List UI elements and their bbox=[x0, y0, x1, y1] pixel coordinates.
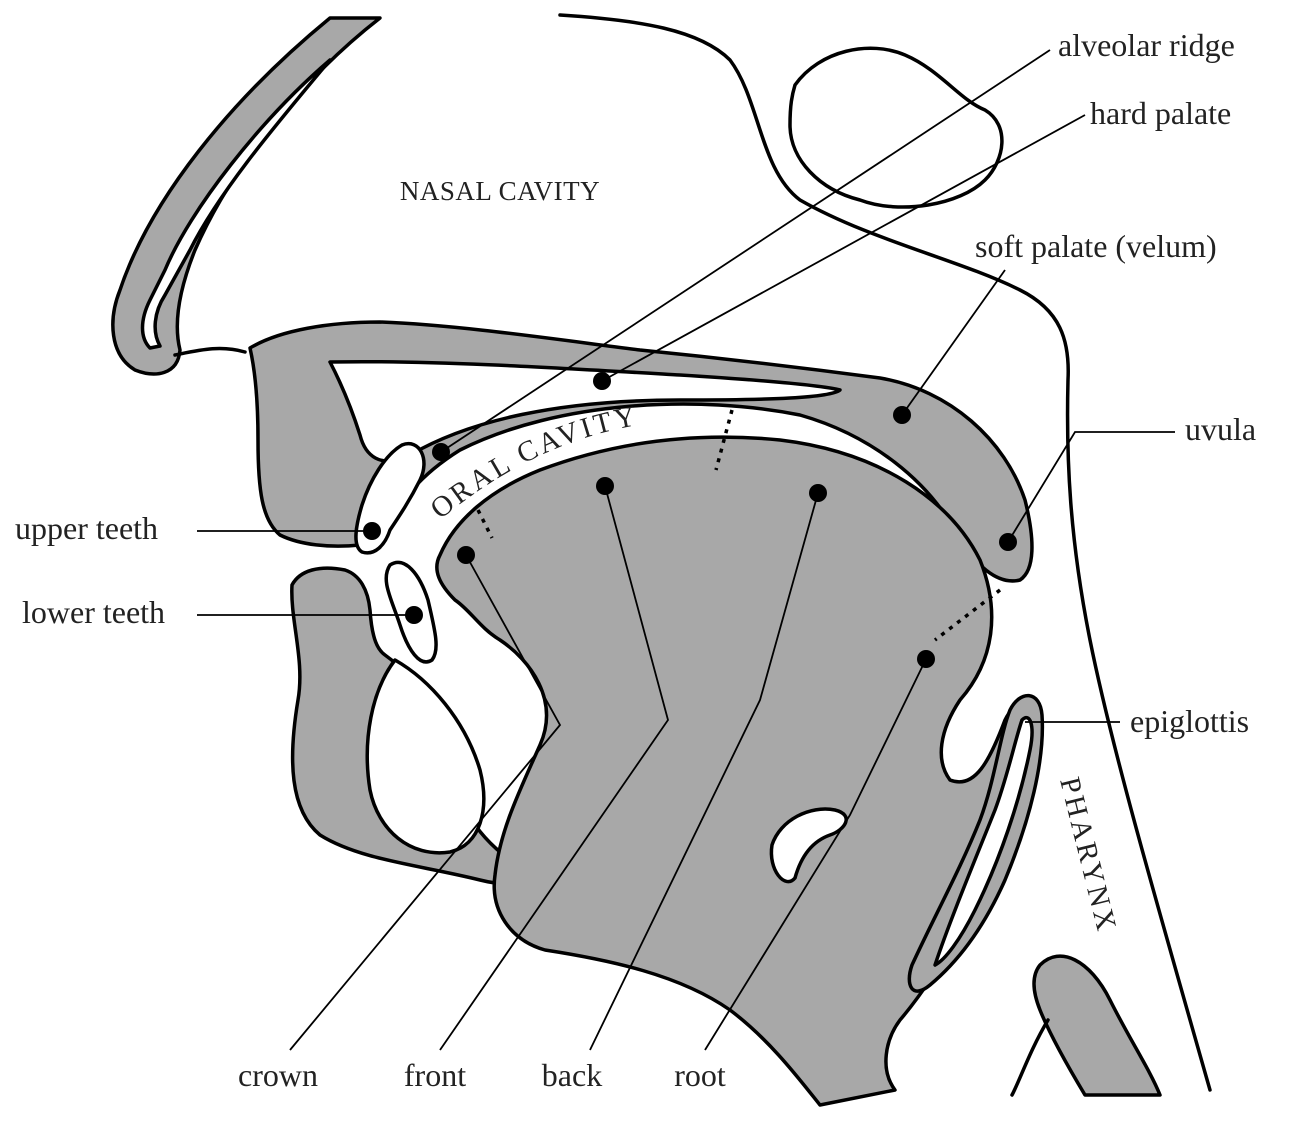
label-upper-teeth: upper teeth bbox=[15, 510, 158, 546]
label-lower-teeth: lower teeth bbox=[22, 594, 165, 630]
label-root: root bbox=[674, 1057, 726, 1093]
dot-back bbox=[809, 484, 827, 502]
larynx-wall bbox=[1012, 1020, 1048, 1095]
label-front: front bbox=[404, 1057, 466, 1093]
dot-front bbox=[596, 477, 614, 495]
pharynx-label: PHARYNX bbox=[1053, 774, 1123, 937]
label-alveolar-ridge: alveolar ridge bbox=[1058, 27, 1235, 63]
label-hard-palate: hard palate bbox=[1090, 95, 1231, 131]
dot-upper-teeth bbox=[363, 522, 381, 540]
label-back: back bbox=[542, 1057, 602, 1093]
dot-crown bbox=[457, 546, 475, 564]
nasal-cavity-label: NASAL CAVITY bbox=[400, 176, 600, 206]
label-crown: crown bbox=[238, 1057, 318, 1093]
label-uvula: uvula bbox=[1185, 411, 1256, 447]
tongue bbox=[437, 437, 1036, 1105]
dot-alveolar-ridge bbox=[432, 443, 450, 461]
label-epiglottis: epiglottis bbox=[1130, 703, 1249, 739]
dot-hard-palate bbox=[593, 372, 611, 390]
leader-uvula bbox=[1008, 432, 1175, 542]
jaw-cavity bbox=[367, 660, 483, 853]
dot-root bbox=[917, 650, 935, 668]
dot-soft-palate bbox=[893, 406, 911, 424]
leader-soft-palate bbox=[902, 270, 1005, 415]
face-outline bbox=[175, 349, 245, 355]
larynx-cartilage bbox=[1034, 956, 1160, 1095]
dot-uvula bbox=[999, 533, 1017, 551]
dot-lower-teeth bbox=[405, 606, 423, 624]
label-soft-palate: soft palate (velum) bbox=[975, 228, 1217, 264]
sinus-bone bbox=[790, 48, 1002, 207]
